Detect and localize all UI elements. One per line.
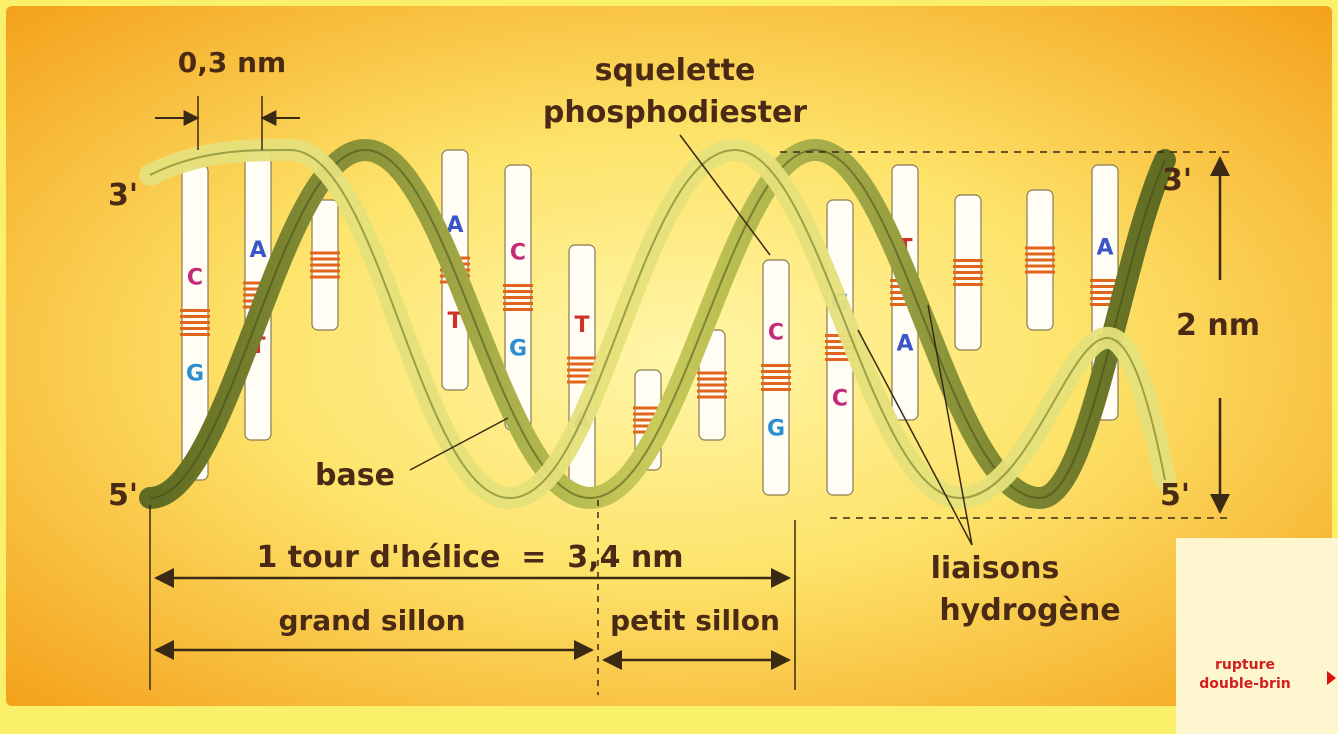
major-groove-label: grand sillon — [278, 604, 465, 637]
base-letter-top: C — [510, 241, 526, 266]
base-letter-bottom: G — [509, 337, 527, 362]
strand-end-bottom-right: 5' — [1160, 478, 1190, 513]
rupture-legend-caption: rupture double-brin — [1180, 656, 1310, 694]
helix-turn-label: 1 tour d'hélice = 3,4 nm — [256, 540, 683, 575]
spacing-label: 0,3 nm — [178, 46, 286, 79]
backbone-label-line2: phosphodiester — [543, 95, 807, 130]
minor-groove-label: petit sillon — [610, 604, 780, 637]
base-letter-top: A — [1096, 236, 1113, 261]
pointer-triangle-icon — [1327, 671, 1336, 685]
base-letter-bottom: A — [896, 332, 913, 357]
hydrogen-bonds-label-line1: liaisons — [931, 551, 1060, 586]
base-letter-top: C — [187, 266, 203, 291]
rupture-caption-line2: double-brin — [1180, 675, 1310, 694]
base-letter-top: A — [249, 238, 266, 263]
backbone-label-line1: squelette — [595, 53, 756, 88]
base-letter-top: T — [574, 313, 589, 338]
hydrogen-bonds-label-line2: hydrogène — [939, 593, 1120, 628]
strand-end-bottom-left: 5' — [108, 478, 138, 513]
diameter-label: 2 nm — [1176, 308, 1260, 343]
rupture-caption-line1: rupture — [1180, 656, 1310, 675]
base-label: base — [315, 458, 395, 493]
rupture-legend-box: rupture double-brin — [1176, 538, 1338, 734]
base-letter-bottom: G — [186, 362, 204, 387]
base-letter-bottom: C — [832, 387, 848, 412]
strand-end-top-left: 3' — [108, 178, 138, 213]
base-letter-bottom: G — [767, 417, 785, 442]
base-letter-top: C — [768, 321, 784, 346]
strand-end-top-right: 3' — [1162, 163, 1192, 198]
